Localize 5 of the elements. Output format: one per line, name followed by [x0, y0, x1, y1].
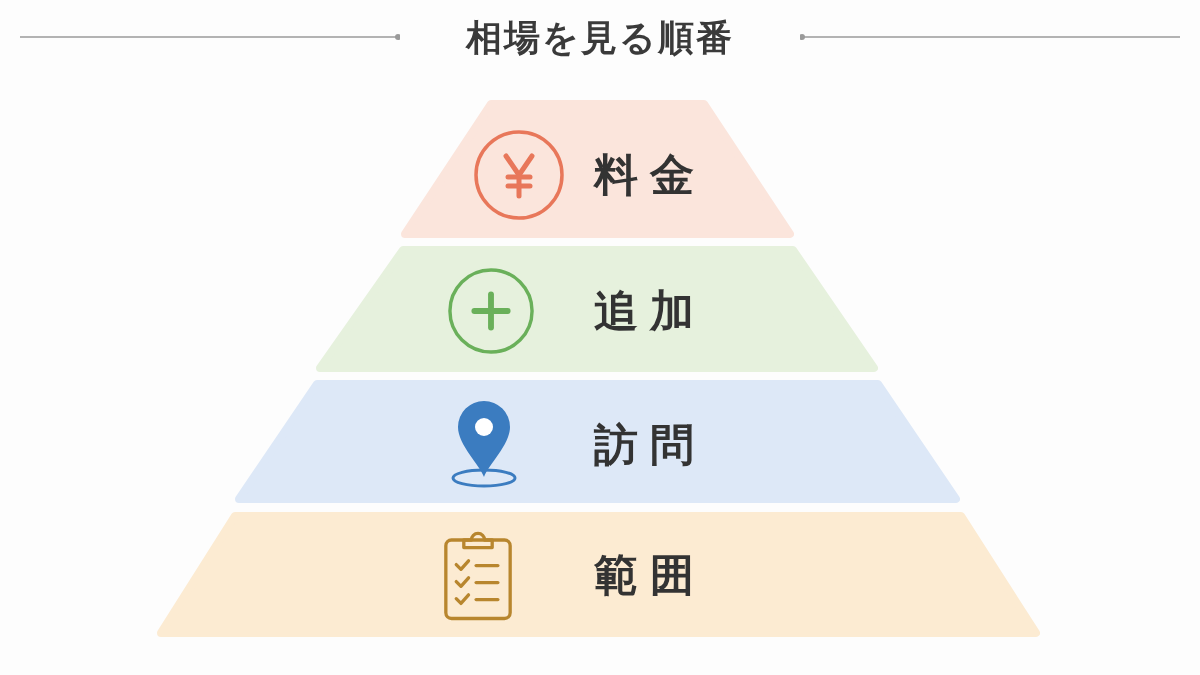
- tier-label: 範囲: [594, 548, 706, 602]
- tier-label: 訪問: [594, 418, 706, 472]
- tier-label: 料金: [594, 148, 706, 202]
- tier-label: 追加: [594, 284, 706, 338]
- title: 相場を見る順番: [466, 17, 734, 58]
